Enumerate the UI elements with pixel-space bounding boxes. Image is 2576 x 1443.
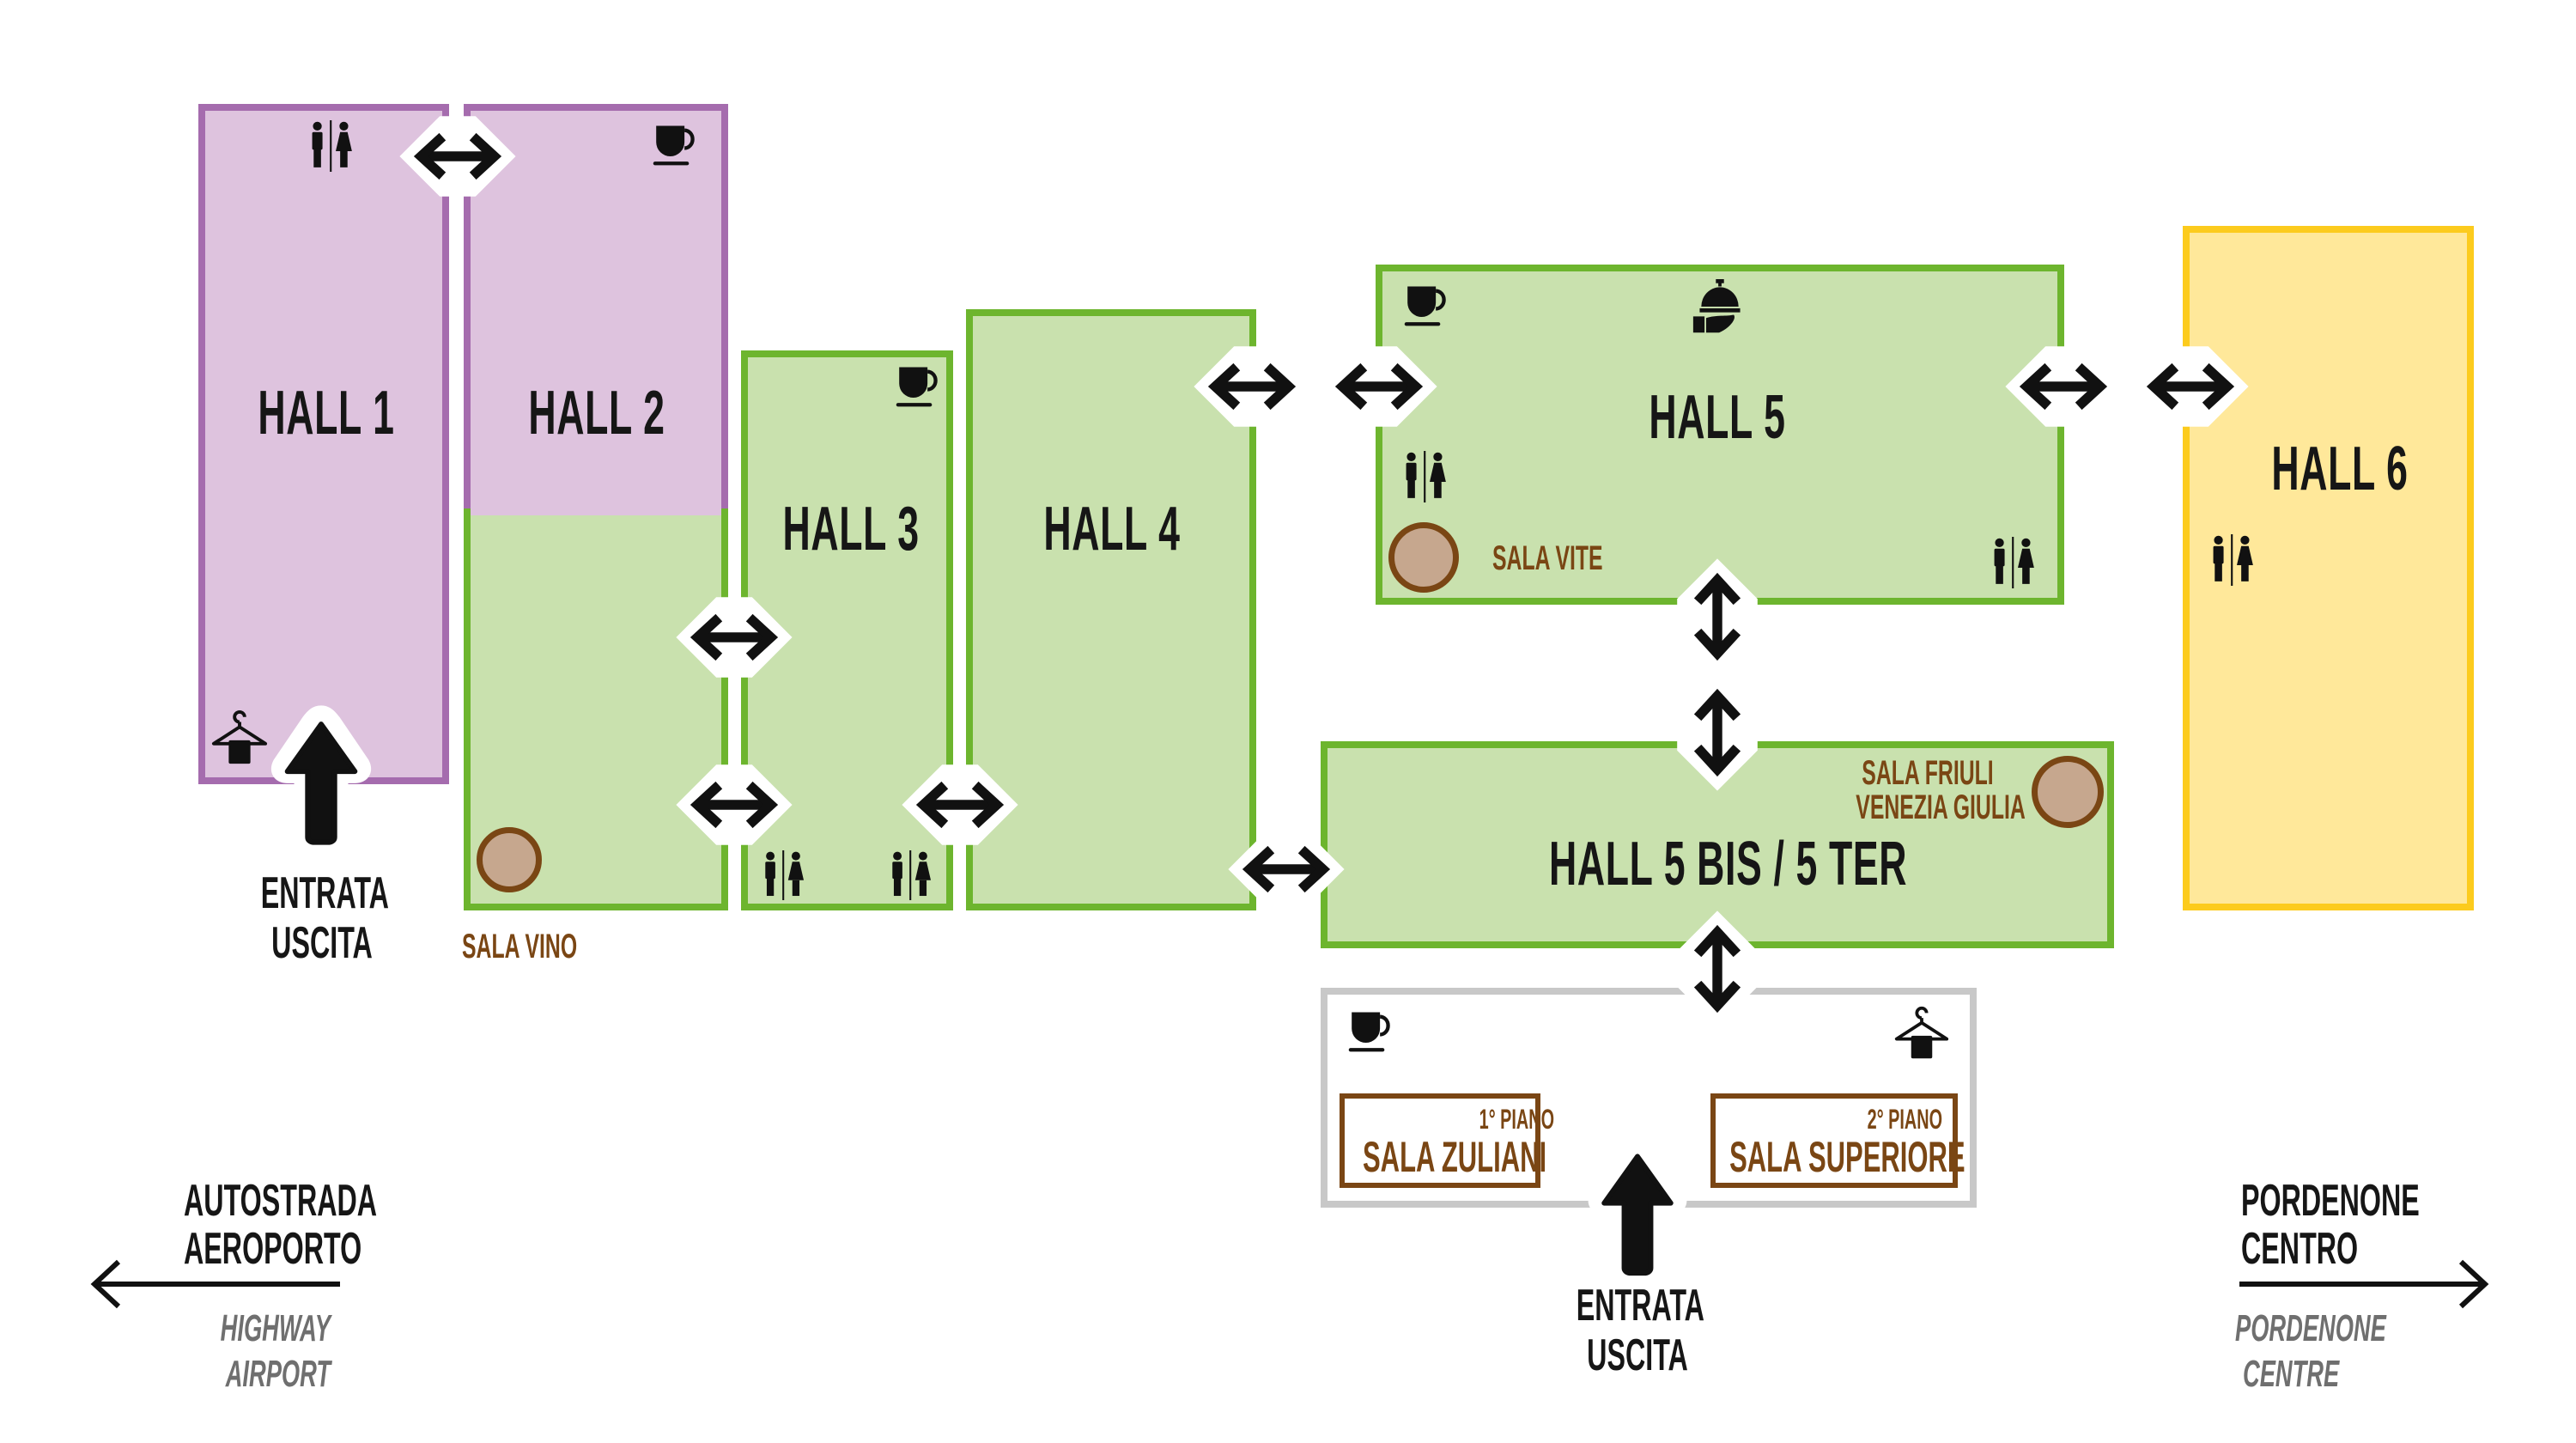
restroom-icon [301,120,361,172]
south-entrance-line1: ENTRATA [1576,1281,1704,1330]
sala-friuli-line2: VENEZIA GIULIA [1856,788,2026,826]
hall-1-label: HALL 1 [258,379,395,448]
direction-right-line2: CENTRO [2241,1224,2359,1274]
sala-vite-marker[interactable] [1388,522,1459,593]
sala-vite-label: SALA VITE [1492,539,1603,577]
south-entrance-line2: USCITA [1587,1330,1688,1380]
restroom-icon [881,850,939,900]
restroom-icon [1395,451,1454,502]
cloakroom-icon [1893,1005,1950,1062]
passage-hall5bis-up [1673,674,1762,791]
passage-hall3-hall4 [902,760,1018,849]
west-entrance-line2: USCITA [271,918,373,968]
sala-superiore-box[interactable] [1710,1093,1958,1188]
restroom-icon [1984,537,2042,588]
direction-right-en-line1: PORDENONE [2235,1307,2386,1349]
coffee-icon [1401,283,1449,328]
sala-vino-marker[interactable] [477,827,542,892]
passage-hall6-left [2132,342,2249,431]
hall-4-area[interactable] [966,309,1256,910]
passage-hall5bis-annex [1673,910,1762,1027]
passage-hall5-left [1321,342,1437,431]
sala-superiore-label: SALA SUPERIORE [1729,1133,1965,1181]
direction-left-en-line1: HIGHWAY [220,1307,331,1349]
sala-zuliani-box[interactable] [1340,1093,1540,1188]
hall-3-label: HALL 3 [782,495,920,563]
sala-friuli-marker[interactable] [2032,756,2104,828]
direction-right-line1: PORDENONE [2241,1176,2420,1226]
arrow-left-icon [90,1259,340,1309]
hall-2-area[interactable] [464,104,728,910]
passage-hall1-hall2 [399,112,516,201]
hall-5-label: HALL 5 [1649,383,1786,452]
arrow-right-icon [2239,1259,2489,1309]
hall-4-label: HALL 4 [1043,495,1181,563]
passage-hall5-down [1673,558,1762,675]
passage-hall4-hall5bis [1228,825,1345,914]
passage-hall2-hall3-lower [676,760,793,849]
sala-vino-label: SALA VINO [462,928,578,965]
passage-hall4-right [1194,342,1310,431]
sala-friuli-line1: SALA FRIULI [1862,754,1994,792]
sala-superiore-floor: 2° PIANO [1867,1104,1942,1135]
direction-right-en-line2: CENTRE [2243,1353,2340,1395]
hall-6-label: HALL 6 [2271,435,2409,503]
restroom-icon [2202,534,2261,586]
direction-left-line1: AUTOSTRADA [184,1176,378,1226]
passage-hall5-right [2005,342,2122,431]
hall-2-green-border [464,508,728,910]
restroom-icon [754,850,812,900]
entrance-arrow-icon[interactable] [270,704,372,850]
sala-zuliani-floor: 1° PIANO [1479,1104,1554,1135]
coffee-icon [650,123,698,167]
west-entrance-line1: ENTRATA [260,868,389,918]
cloakroom-icon [210,709,269,767]
hall-5-bis-label: HALL 5 BIS / 5 TER [1549,830,1908,898]
sala-zuliani-label: SALA ZULIANI [1363,1133,1547,1181]
entrance-arrow-icon[interactable] [1587,1138,1688,1280]
coffee-icon [893,364,941,409]
direction-left-en-line2: AIRPORT [225,1353,331,1395]
restaurant-icon [1692,279,1748,336]
coffee-icon [1346,1009,1394,1054]
hall-2-label: HALL 2 [528,379,665,448]
passage-hall2-hall3-upper [676,593,793,682]
hall-1-area[interactable] [198,104,449,784]
direction-left-line2: AEROPORTO [184,1224,362,1274]
